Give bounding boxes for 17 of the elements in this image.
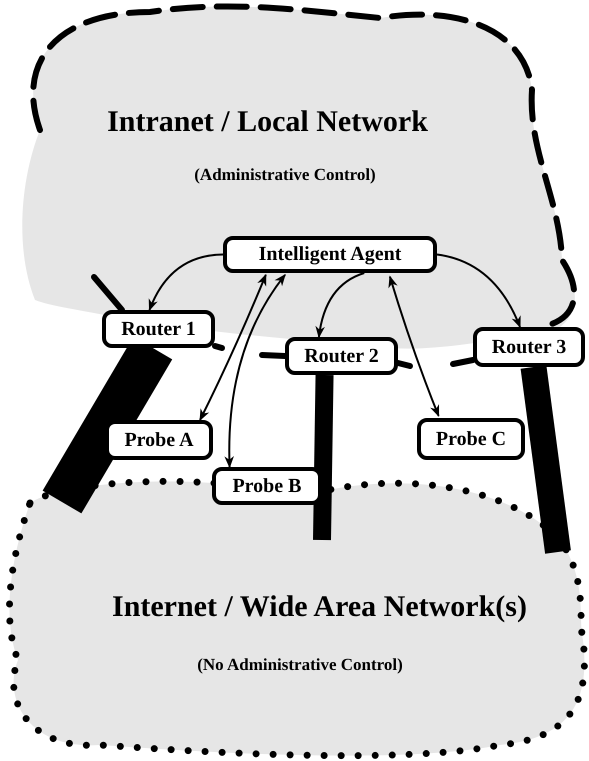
arrow (316, 272, 365, 338)
label-box: Router 2 (285, 337, 398, 375)
arrow (436, 254, 521, 328)
label-box: Intelligent Agent (223, 236, 437, 273)
label-box: Router 3 (473, 327, 585, 367)
network-link (313, 374, 334, 540)
network-link (520, 365, 571, 554)
arrow (224, 274, 286, 468)
network-title: Internet / Wide Area Network(s) (111, 590, 528, 624)
label-box: Router 1 (102, 310, 215, 348)
network-subtitle: (Administrative Control) (193, 165, 377, 185)
arrow (199, 274, 267, 422)
arrow (388, 276, 440, 418)
network-subtitle: (No Administrative Control) (196, 655, 404, 675)
arrow (148, 254, 224, 312)
network-title: Intranet / Local Network (106, 105, 429, 139)
label-box: Probe C (417, 418, 525, 460)
